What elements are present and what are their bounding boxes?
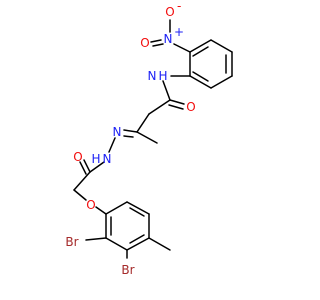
atom-label-o: O: [73, 150, 82, 164]
atom-label-n: N: [113, 125, 122, 139]
atom-label-layer: O - N + O N H O N H N O O Br Br: [65, 0, 195, 277]
bond-nh-carbonyl: [162, 80, 171, 101]
bond-carbonyl2-ch2: [73, 171, 91, 191]
molecule-structure-diagram: O - N + O N H O N H N O O Br Br: [65, 0, 233, 277]
bond-cimine-n-double: [123, 135, 134, 138]
atom-label-h: H: [91, 152, 100, 166]
bond-ring1-inner: [192, 71, 209, 82]
bond-ring1: [189, 39, 212, 53]
bond-ring1: [189, 75, 212, 89]
charge-label: -: [177, 0, 181, 13]
bond-ring2: [126, 201, 150, 215]
atom-label-h: H: [158, 69, 167, 83]
bond-ring2: [126, 237, 150, 251]
bond-carbonyl-o-double: [168, 104, 184, 110]
bond-oether-ring: [95, 206, 107, 215]
bond-cimine-n: [123, 129, 138, 133]
bond-nitro-o-double: [150, 39, 162, 43]
bond-carbonyl2-o-double: [79, 161, 87, 175]
bond-ring-methyl: [148, 237, 171, 251]
atom-label-br: Br: [65, 235, 78, 249]
atom-label-o: O: [165, 5, 174, 19]
bond-ring2-inner: [129, 207, 145, 217]
atom-label-o: O: [186, 100, 195, 114]
bond-ring-nitro: [173, 43, 191, 53]
bond-ch2-cimine: [136, 113, 150, 133]
bond-layer: [73, 19, 233, 259]
bond-ch2-oether: [73, 189, 87, 201]
bond-carbonyl-ch2: [148, 99, 171, 115]
bond-ring1: [210, 39, 233, 53]
atom-label-br: Br: [121, 263, 134, 277]
bond-n-n: [108, 137, 116, 153]
atom-label-n: N: [103, 152, 112, 166]
bond-carbonyl-o: [169, 99, 185, 105]
bond-ring2-inner: [129, 234, 145, 244]
bond-ring2: [105, 201, 128, 215]
bond-nitro-o-double: [152, 43, 164, 47]
atom-label-n: N: [148, 69, 157, 83]
bond-ring-br-upper: [85, 237, 107, 241]
atom-label-o: O: [140, 36, 149, 50]
atom-label-n: N: [164, 32, 173, 46]
atom-label-o: O: [86, 198, 95, 212]
bond-ring1-inner: [192, 46, 209, 57]
bond-carbonyl2-o: [83, 159, 91, 173]
bond-nh-carbonyl2: [89, 161, 105, 173]
bond-ring1: [210, 75, 233, 89]
bond-ring2: [105, 237, 128, 251]
bond-cimine-methyl: [136, 131, 158, 144]
charge-label: +: [174, 25, 184, 39]
